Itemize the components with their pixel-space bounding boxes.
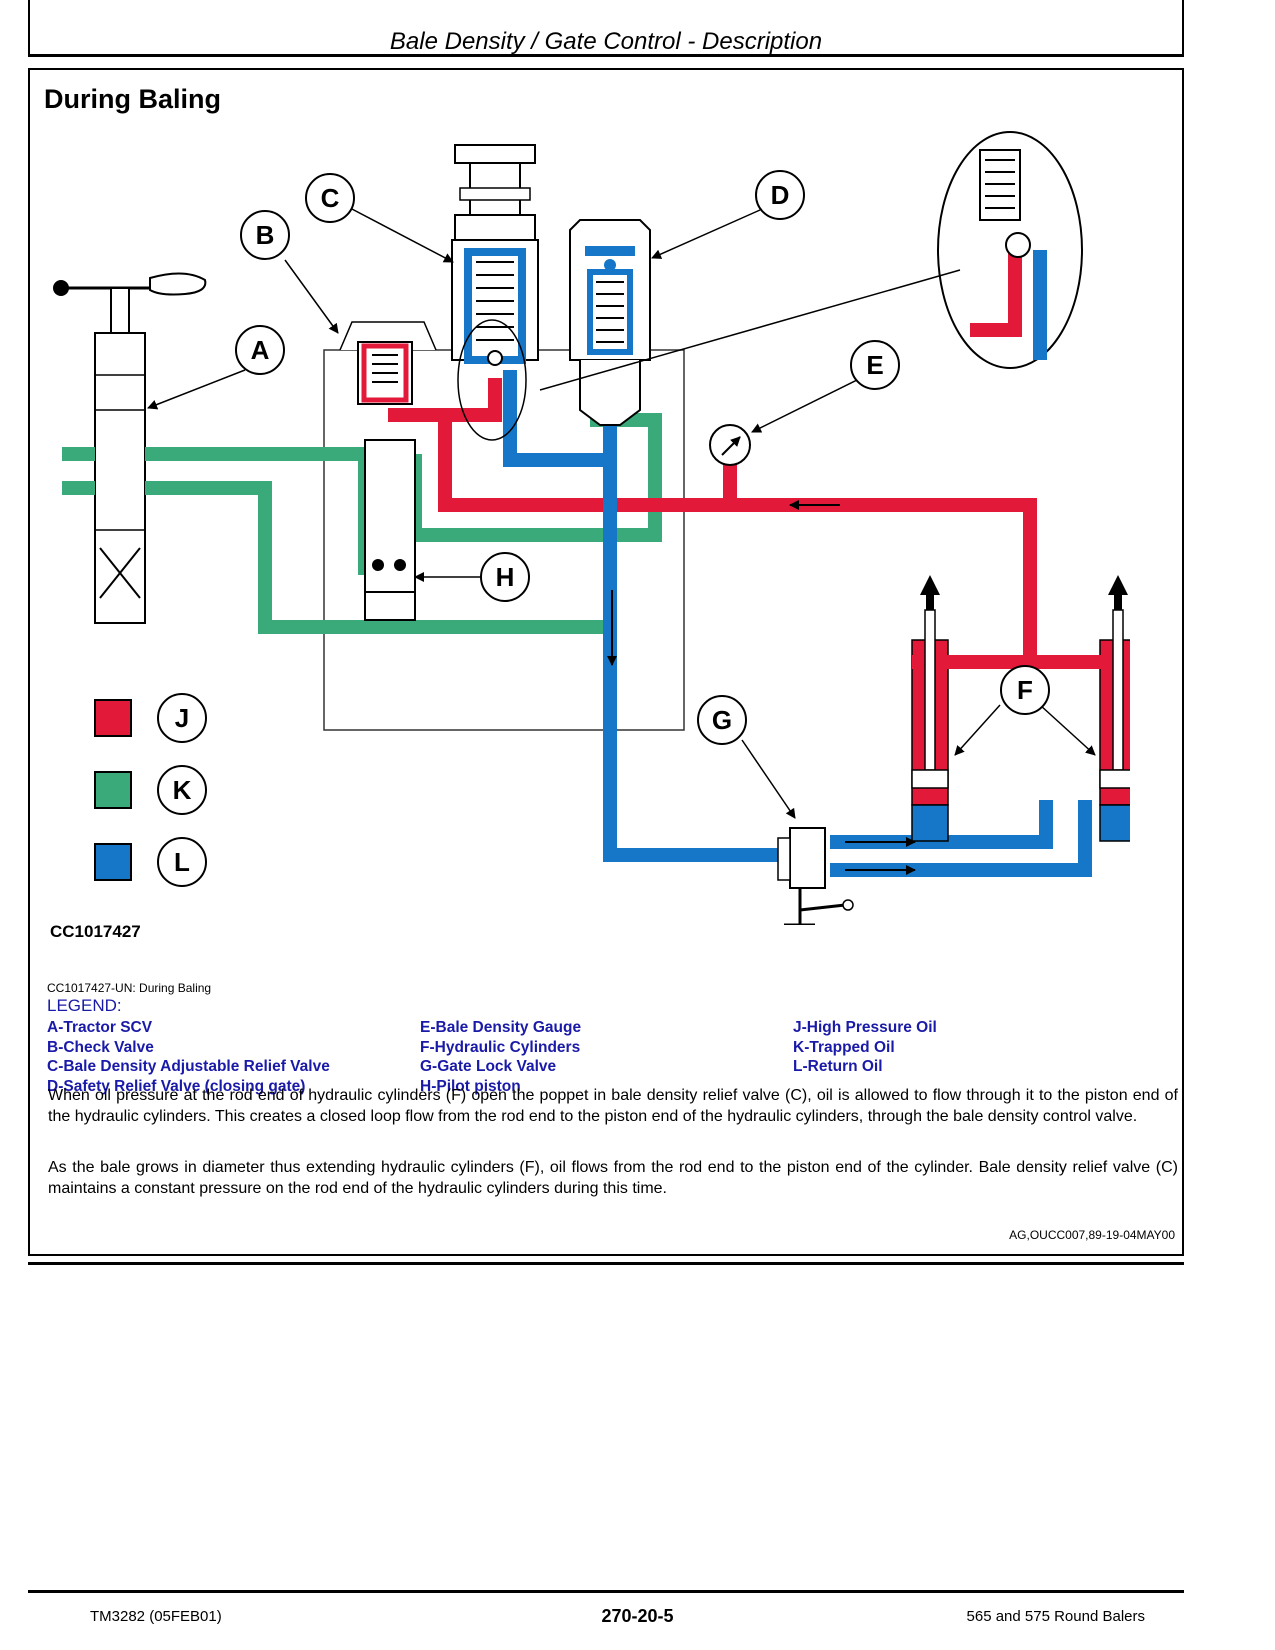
safety-relief-valve <box>569 219 651 426</box>
legend-title: LEGEND: <box>47 996 122 1015</box>
header-frame: Bale Density / Gate Control - Descriptio… <box>28 0 1184 57</box>
svg-text:L: L <box>174 847 190 877</box>
bale-density-relief-valve <box>451 144 539 441</box>
legend-column-3: J-High Pressure Oil K-Trapped Oil L-Retu… <box>793 1018 937 1077</box>
legend-item: F-Hydraulic Cylinders <box>420 1038 581 1056</box>
legend-item: D-Safety Relief Valve (closing gate) <box>47 1077 306 1095</box>
svg-text:C: C <box>321 183 340 213</box>
gate-lock-valve <box>777 827 854 925</box>
legend-item: E-Bale Density Gauge <box>420 1019 582 1036</box>
header-title: Bale Density / Gate Control - Descriptio… <box>389 28 823 55</box>
box-bottom-rule <box>28 1262 1184 1265</box>
svg-text:J: J <box>175 703 189 733</box>
footer-product: 565 and 575 Round Balers <box>966 1608 1145 1625</box>
trapped-oil-lines <box>62 413 662 634</box>
svg-text:E: E <box>866 350 883 380</box>
callout-c: C <box>305 173 355 223</box>
body-paragraph-2: As the bale grows in diameter thus exten… <box>48 1159 1178 1197</box>
zoom-detail <box>539 131 1083 391</box>
svg-text:A: A <box>251 335 270 365</box>
hydraulic-diagram: A B C D E F G H J K L <box>53 131 1130 925</box>
color-key-k: K <box>94 765 207 815</box>
footer-manual-id: TM3282 (05FEB01) <box>90 1608 222 1625</box>
legend-item: K-Trapped Oil <box>793 1038 895 1056</box>
color-key-j: J <box>94 693 207 743</box>
legend-column-2: E-Bale Density Gauge F-Hydraulic Cylinde… <box>420 1018 581 1096</box>
callout-h: H <box>480 552 530 602</box>
callout-group: A B C D E F G H <box>235 170 1050 745</box>
legend-item: C-Bale Density Adjustable Relief Valve <box>47 1058 330 1075</box>
legend-item: H-Pilot piston <box>420 1077 521 1095</box>
callout-f: F <box>1000 665 1050 715</box>
leader-lines <box>147 207 1096 819</box>
reference-code: AG,OUCC007,89-19-04MAY00 <box>1009 1228 1175 1242</box>
svg-text:H: H <box>496 562 515 592</box>
legend-item: J-High Pressure Oil <box>793 1019 937 1036</box>
callout-a: A <box>235 325 285 375</box>
body-paragraph-1: When oil pressure at the rod end of hydr… <box>48 1087 1178 1125</box>
callout-b: B <box>240 210 290 260</box>
section-title: During Baling <box>44 84 221 114</box>
callout-e: E <box>850 340 900 390</box>
svg-text:B: B <box>256 220 275 250</box>
legend-item: G-Gate Lock Valve <box>420 1058 557 1075</box>
svg-text:K: K <box>173 775 192 805</box>
high-pressure-lines <box>388 378 1037 655</box>
tractor-scv <box>53 272 207 624</box>
svg-text:G: G <box>712 705 732 735</box>
legend-item: B-Check Valve <box>47 1038 154 1056</box>
footer-page-number: 270-20-5 <box>601 1606 674 1626</box>
content-box <box>28 68 1184 1256</box>
footer-rule <box>28 1590 1184 1593</box>
figure-id: CC1017427 <box>50 922 141 941</box>
callout-d: D <box>755 170 805 220</box>
color-key-l: L <box>94 837 207 887</box>
color-key-group: J K L <box>94 693 207 887</box>
legend-column-1: A-Tractor SCV B-Check Valve C-Bale Densi… <box>47 1018 330 1096</box>
hydraulic-cylinders <box>911 575 1130 842</box>
callout-g: G <box>697 695 747 745</box>
legend-item: L-Return Oil <box>793 1058 883 1075</box>
legend-item: A-Tractor SCV <box>47 1019 153 1036</box>
svg-text:D: D <box>771 180 790 210</box>
bale-density-gauge <box>709 424 751 466</box>
flow-arrows <box>607 500 916 875</box>
figure-caption: CC1017427-UN: During Baling <box>47 981 212 995</box>
check-valve-body <box>339 321 437 621</box>
svg-text:F: F <box>1017 675 1033 705</box>
